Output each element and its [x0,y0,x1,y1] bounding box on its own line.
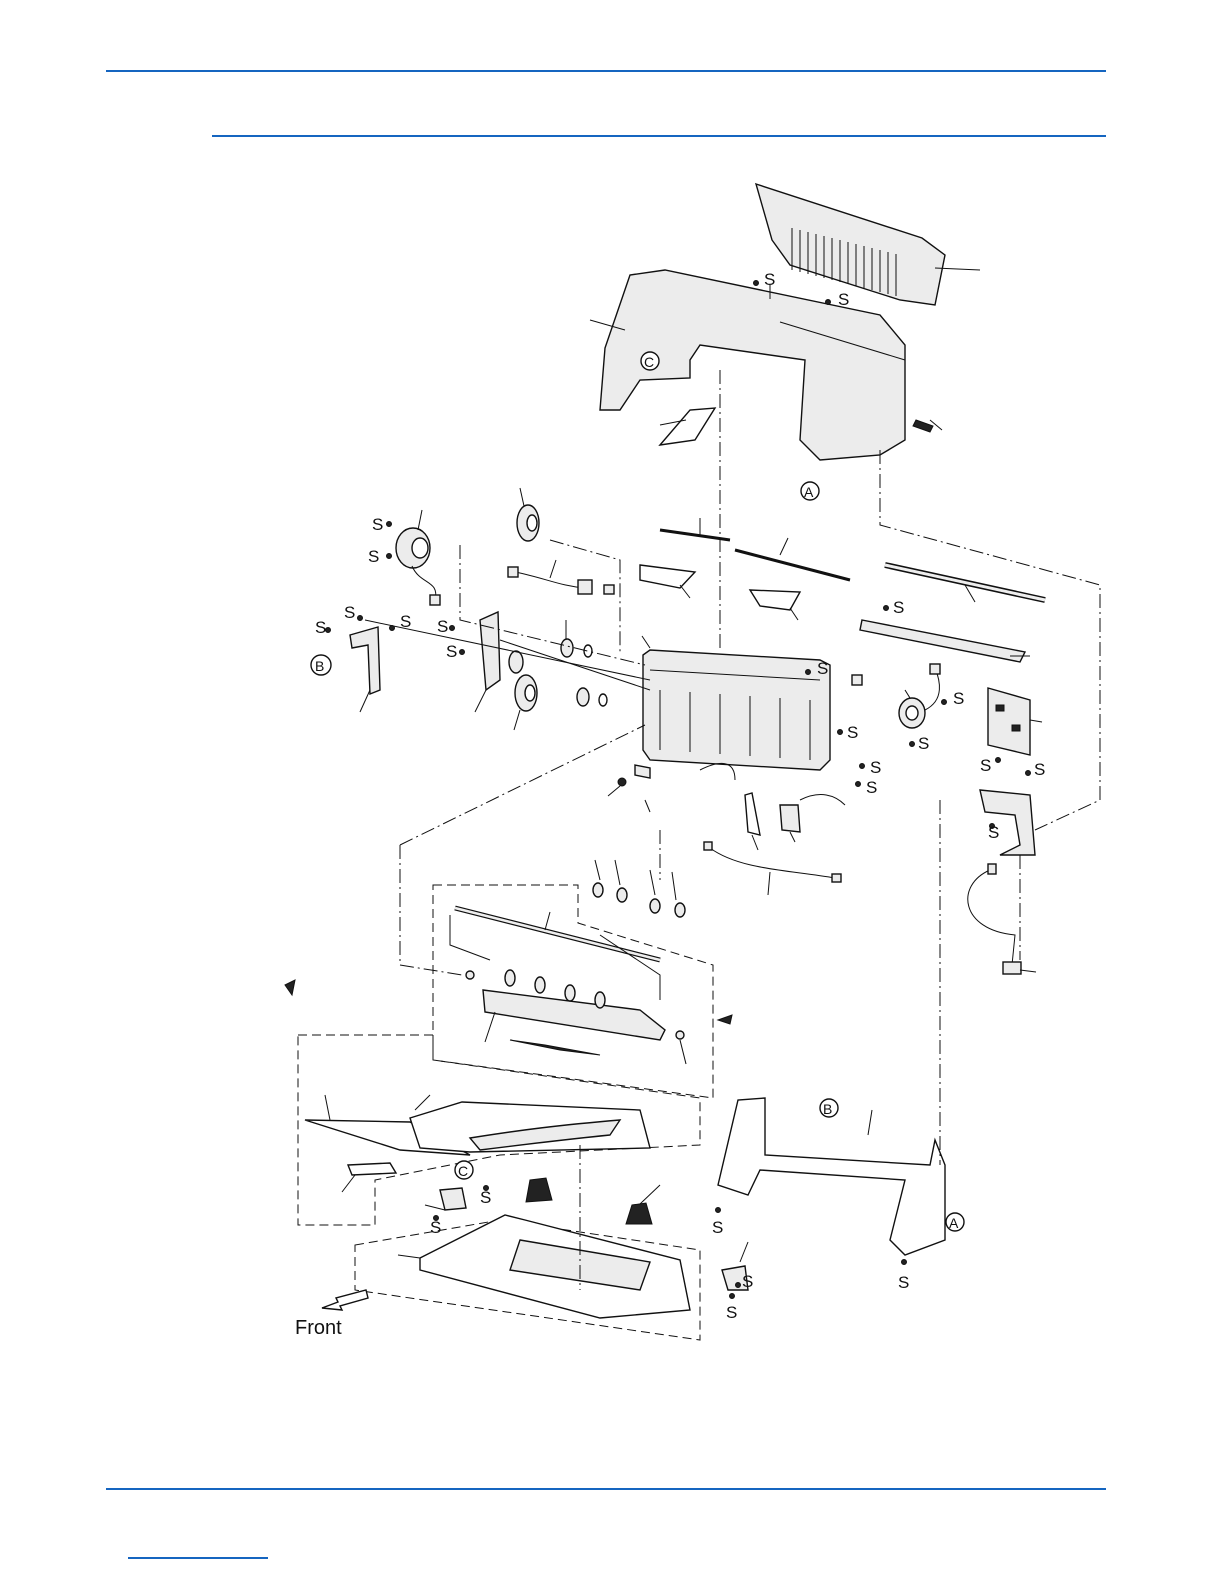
screw-label: S [344,603,355,622]
screw-label: S [953,689,964,708]
screw-label: S [898,1273,909,1292]
drive-motor-part [396,510,440,605]
screw-label: S [742,1272,753,1291]
paper-guide-left-part [640,565,695,588]
pinch-roller-set-part [593,860,685,917]
callout-c-top: C [641,352,659,370]
screw-label: S [838,290,849,309]
callout-a-stand: A [946,1213,964,1231]
rear-cover-part [756,184,980,305]
callout-a-top: A [801,482,819,500]
screw-label: S [988,823,999,842]
callout-c-tray: C [455,1161,473,1179]
top-cover-link-part [660,408,715,445]
screw-label: S [368,547,379,566]
clutch-part [635,765,650,778]
tray-flap-part [348,1163,396,1175]
front-direction-label: Front [295,1317,342,1339]
bracket-left-part [350,627,380,694]
right-harness-part [968,864,1036,974]
screw-label: S [980,756,991,775]
rubber-foot-left-part [526,1178,552,1202]
screw-label: S [847,723,858,742]
paper-guide-right-part [750,590,800,610]
screw-label: S [480,1188,491,1207]
sensor-cable-part [700,763,735,780]
feed-roller-part [885,565,1045,602]
screw-label: S [893,598,904,617]
screw-label: S [817,659,828,678]
svg-text:A: A [949,1215,959,1231]
gear-large-top-part [517,488,539,541]
gear-large-bottom-part [514,675,537,730]
roller-spring-part [510,1040,600,1055]
svg-text:B: B [315,658,324,674]
wire-harness-part [508,560,614,594]
top-cover-part [590,270,905,460]
screw-label: S [870,758,881,777]
svg-text:B: B [823,1101,832,1117]
svg-text:A: A [804,484,814,500]
paper-feed-shaft-part [455,908,660,960]
e-ring-left-part [466,971,474,979]
screw-label: S [430,1218,441,1237]
e-ring-right-part [676,1031,684,1039]
screw-label: S [726,1303,737,1322]
screw-label: S [315,618,326,637]
stepper-motor-part [899,664,940,728]
front-direction-arrow [322,1290,368,1310]
actuator-lever-part [745,793,760,835]
exit-guide-part [860,620,1030,662]
main-harness-part [704,842,841,895]
screw-label: S [712,1218,723,1237]
main-frame-part [642,636,830,770]
paper-tray-part [410,1095,650,1152]
svg-text:C: C [458,1163,468,1179]
control-pcb-part [988,688,1042,755]
roller-holder-part [483,970,665,1042]
screw-label: S [372,515,383,534]
screw-label: S [446,642,457,661]
rubber-foot-right-part [626,1203,652,1224]
top-cover-screw-part [913,420,933,432]
pointer-arrow-left [285,980,295,995]
screw-label: S [764,270,775,289]
tray-hinge-left-part [440,1188,466,1210]
screw-label: S [1034,760,1045,779]
callout-b-stand: B [820,1099,838,1117]
screw-label: S [437,617,448,636]
callout-b-left: B [311,655,331,675]
pointer-arrow-right [718,1015,732,1024]
solenoid-part [780,805,800,832]
screw-label: S [866,778,877,797]
sensor-part [852,675,862,685]
screw-label: S [918,734,929,753]
svg-text:C: C [644,354,654,370]
stand-frame-part [718,1098,945,1255]
screw-label: S [400,612,411,631]
bracket-middle-part [480,612,500,690]
